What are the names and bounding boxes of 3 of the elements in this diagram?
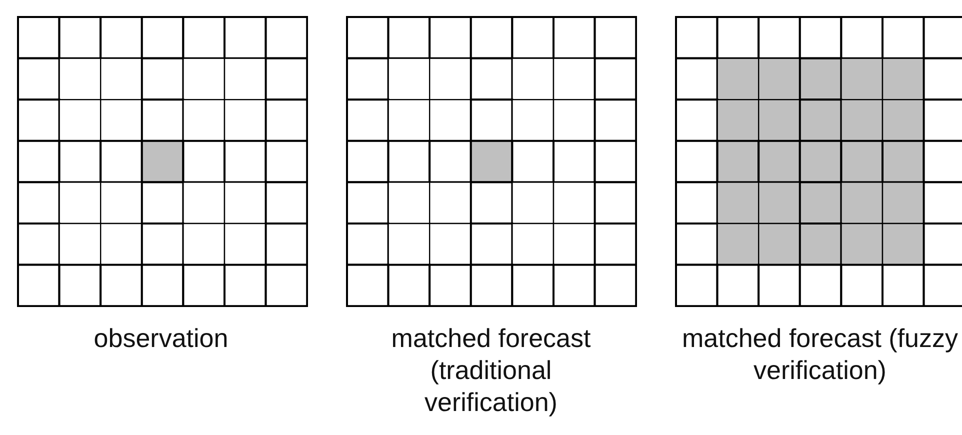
caption: matched forecast (traditional verification) — [390, 322, 592, 418]
caption: matched forecast (fuzzy verification) — [681, 322, 959, 386]
caption: observation — [92, 322, 230, 354]
